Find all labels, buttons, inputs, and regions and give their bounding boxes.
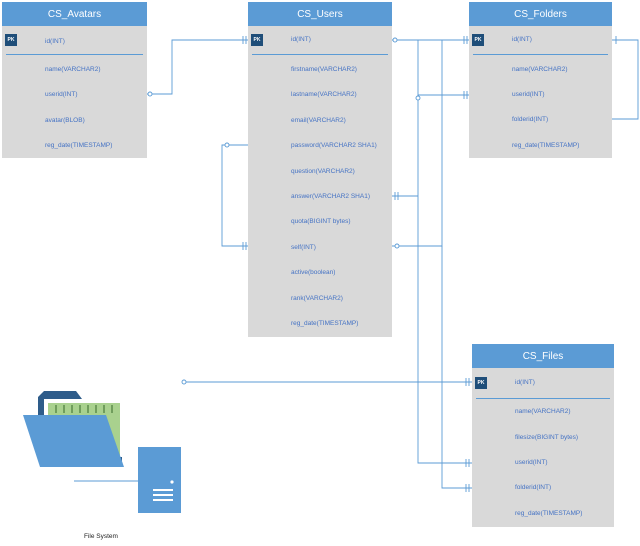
rel-users-self (221, 144, 248, 247)
table-cs-files[interactable]: CS_Files PK id(INT) name(VARCHAR2) files… (472, 344, 614, 527)
field-quota: quota(BIGINT bytes) (291, 218, 351, 225)
table-cs-folders[interactable]: CS_Folders PK id(INT) name(VARCHAR2) use… (469, 2, 612, 158)
field-name: name(VARCHAR2) (45, 66, 101, 73)
separator (6, 54, 143, 55)
field-self: self(INT) (291, 244, 316, 251)
pk-badge: PK (475, 377, 487, 389)
table-title: CS_Files (472, 344, 614, 368)
field-firstname: firstname(VARCHAR2) (291, 66, 357, 73)
table-cs-users[interactable]: CS_Users PK id(INT) firstname(VARCHAR2) … (248, 2, 392, 337)
field-folderid: folderid(INT) (512, 116, 549, 123)
field-pk: id(INT) (291, 36, 311, 43)
field-reg-date: reg_date(TIMESTAMP) (512, 142, 580, 149)
pk-badge: PK (251, 34, 263, 46)
table-cs-avatars[interactable]: CS_Avatars PK id(INT) name(VARCHAR2) use… (2, 2, 147, 158)
separator (252, 54, 388, 55)
field-answer: answer(VARCHAR2 SHA1) (291, 193, 370, 200)
server-icon (138, 447, 181, 513)
field-lastname: lastname(VARCHAR2) (291, 91, 357, 98)
field-question: question(VARCHAR2) (291, 168, 355, 175)
field-userid: userid(INT) (515, 459, 548, 466)
field-filesize: filesize(BIGINT bytes) (515, 434, 579, 441)
table-title: CS_Avatars (2, 2, 147, 26)
folder-icon (23, 391, 124, 467)
pk-badge: PK (5, 34, 17, 46)
field-userid: userid(INT) (512, 91, 545, 98)
field-password: password(VARCHAR2 SHA1) (291, 142, 377, 149)
field-name: name(VARCHAR2) (512, 66, 568, 73)
rel-folders-self (612, 39, 639, 120)
field-folderid: folderid(INT) (515, 484, 552, 491)
field-email: email(VARCHAR2) (291, 117, 346, 124)
table-title: CS_Folders (469, 2, 612, 26)
field-avatar: avatar(BLOB) (45, 117, 85, 124)
table-title: CS_Users (248, 2, 392, 26)
rel-users-self-folders (392, 40, 443, 247)
field-reg-date: reg_date(TIMESTAMP) (291, 320, 359, 327)
field-reg-date: reg_date(TIMESTAMP) (515, 510, 583, 517)
field-rank: rank(VARCHAR2) (291, 295, 343, 302)
field-userid: userid(INT) (45, 91, 78, 98)
separator (473, 54, 608, 55)
field-reg-date: reg_date(TIMESTAMP) (45, 142, 113, 149)
field-pk: id(INT) (515, 379, 535, 386)
field-active: active(boolean) (291, 269, 336, 276)
rel-avatars-users (147, 39, 248, 95)
separator (476, 398, 610, 399)
field-name: name(VARCHAR2) (515, 408, 571, 415)
file-system-label: File System (84, 533, 118, 540)
field-pk: id(INT) (512, 36, 532, 43)
field-pk: id(INT) (45, 38, 65, 45)
pk-badge: PK (472, 34, 484, 46)
rel-users-files-userid (392, 39, 472, 464)
rel-folders-files (441, 246, 472, 489)
